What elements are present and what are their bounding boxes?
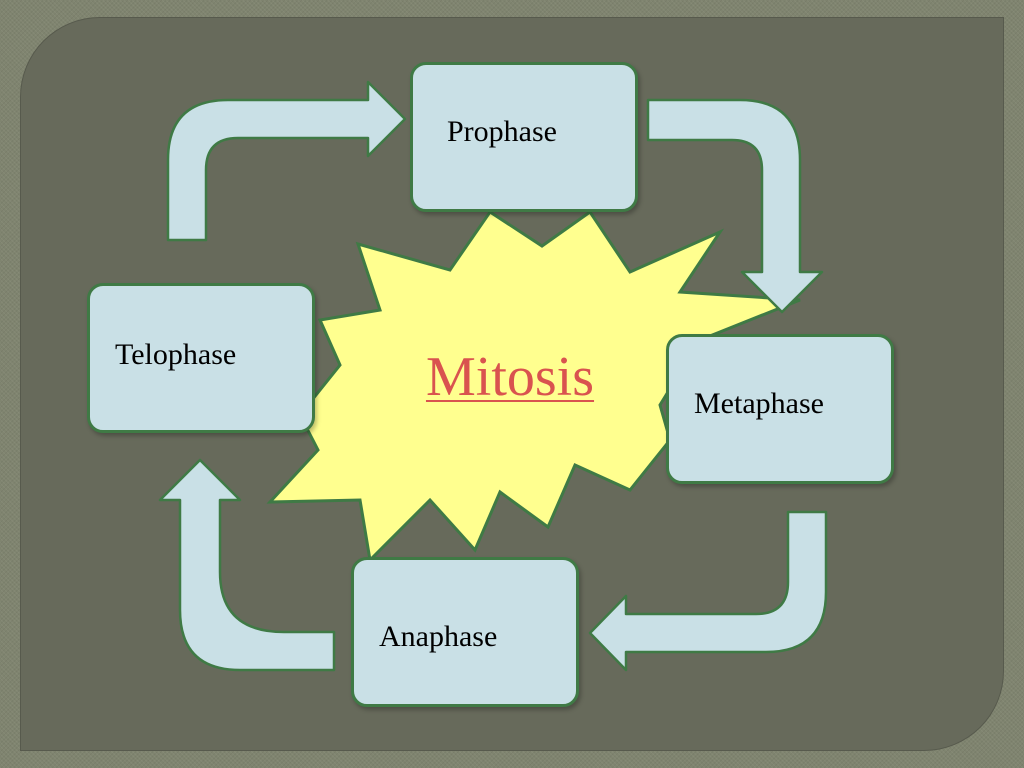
arrow-prophase-to-metaphase bbox=[646, 98, 824, 314]
phase-label-prophase: Prophase bbox=[447, 115, 557, 148]
diagram-title-mitosis: Mitosis bbox=[425, 346, 595, 408]
phase-box-telophase: Telophase bbox=[87, 283, 315, 433]
arrow-telophase-to-prophase bbox=[166, 80, 407, 242]
arrow-metaphase-to-anaphase bbox=[588, 510, 828, 672]
phase-label-anaphase: Anaphase bbox=[379, 620, 498, 653]
arrow-anaphase-to-telophase bbox=[158, 458, 336, 672]
phase-label-metaphase: Metaphase bbox=[694, 387, 824, 420]
phase-box-prophase: Prophase bbox=[410, 62, 638, 212]
phase-label-telophase: Telophase bbox=[115, 338, 237, 371]
phase-box-anaphase: Anaphase bbox=[351, 557, 579, 707]
phase-box-metaphase: Metaphase bbox=[666, 334, 894, 484]
starburst-shape bbox=[266, 209, 801, 564]
